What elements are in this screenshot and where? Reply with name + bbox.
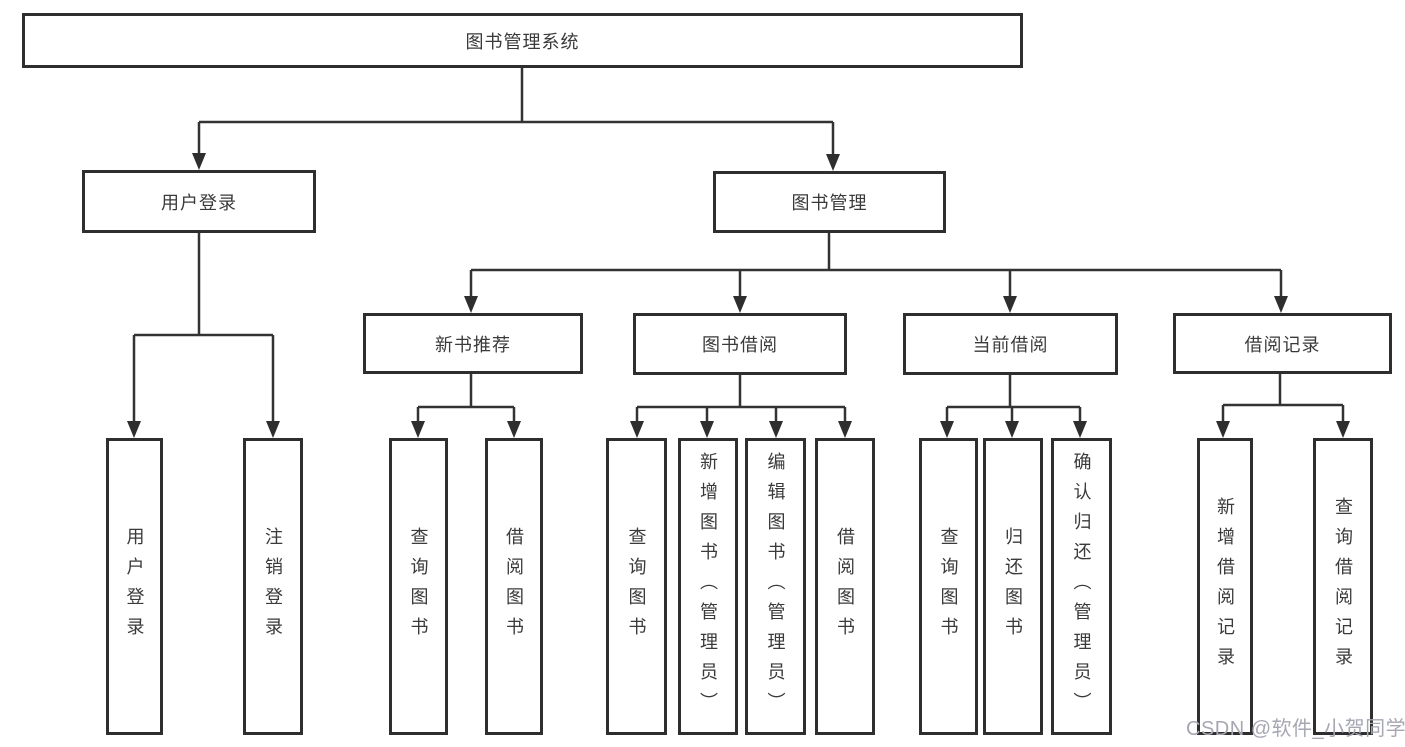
leaf-add-books-admin-label: 新增图书（管理员） (698, 451, 718, 722)
leaf-user-login-label: 用户登录 (124, 526, 145, 647)
leaf-query-books-borrowing-label: 查询图书 (626, 526, 647, 647)
leaf-logout-login-label: 注销登录 (263, 526, 283, 647)
leaf-borrow-books-borrowing: 借阅图书 (815, 438, 875, 735)
leaf-edit-books-admin-label: 编辑图书（管理员） (765, 451, 786, 722)
leaf-add-borrow-record: 新增借阅记录 (1197, 438, 1253, 735)
node-current-borrowing: 当前借阅 (903, 313, 1118, 375)
leaf-return-books: 归还图书 (983, 438, 1043, 735)
leaf-borrow-books-recommend-label: 借阅图书 (504, 526, 524, 647)
node-book-management: 图书管理 (713, 171, 946, 233)
leaf-query-books-current: 查询图书 (919, 438, 978, 735)
node-borrowing-records: 借阅记录 (1173, 313, 1392, 374)
leaf-query-borrow-record: 查询借阅记录 (1313, 438, 1373, 735)
leaf-return-books-label: 归还图书 (1003, 526, 1023, 647)
leaf-logout-login: 注销登录 (243, 438, 303, 735)
leaf-borrow-books-recommend: 借阅图书 (485, 438, 543, 735)
leaf-borrow-books-borrowing-label: 借阅图书 (835, 526, 855, 647)
node-new-book-recommendation: 新书推荐 (363, 313, 583, 374)
leaf-confirm-return-admin-label: 确认归还（管理员） (1071, 451, 1092, 722)
watermark: CSDN @软件_小贺同学 (1186, 718, 1405, 740)
leaf-query-books-recommend-label: 查询图书 (408, 526, 429, 647)
node-book-borrowing: 图书借阅 (633, 313, 847, 375)
node-library-system: 图书管理系统 (22, 13, 1023, 68)
leaf-edit-books-admin: 编辑图书（管理员） (745, 438, 806, 735)
leaf-user-login: 用户登录 (106, 438, 163, 735)
leaf-confirm-return-admin: 确认归还（管理员） (1051, 438, 1112, 735)
arrowhead-icons (127, 153, 1350, 438)
node-user-login: 用户登录 (82, 170, 316, 233)
leaf-query-books-current-label: 查询图书 (938, 526, 959, 647)
leaf-add-books-admin: 新增图书（管理员） (678, 438, 738, 735)
leaf-query-books-recommend: 查询图书 (389, 438, 448, 735)
leaf-query-borrow-record-label: 查询借阅记录 (1333, 496, 1353, 677)
leaf-add-borrow-record-label: 新增借阅记录 (1215, 496, 1235, 677)
leaf-query-books-borrowing: 查询图书 (606, 438, 667, 735)
